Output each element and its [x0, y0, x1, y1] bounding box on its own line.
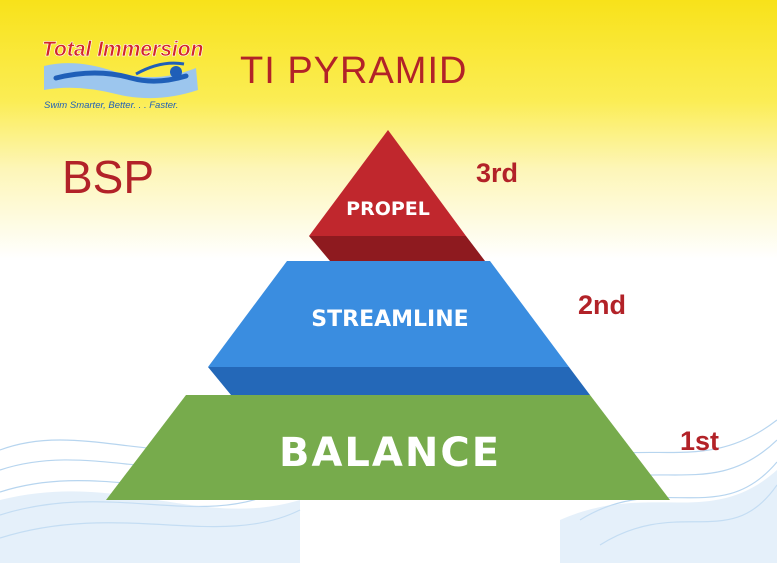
streamline-tier — [208, 261, 569, 367]
total-immersion-logo: Total Immersion Swim Smarter, Better. . … — [42, 38, 204, 111]
propel-tier-shadow — [309, 236, 485, 261]
streamline-label: STREAMLINE — [311, 307, 468, 332]
logo-tagline: Swim Smarter, Better. . . Faster. — [44, 100, 178, 111]
logo-brand-text: Total Immersion — [42, 38, 203, 61]
rank-balance: 1st — [680, 426, 720, 456]
balance-tier — [106, 395, 670, 500]
propel-tier — [309, 130, 466, 236]
propel-label: PROPEL — [346, 198, 430, 220]
page-title: TI PYRAMID — [240, 50, 468, 92]
balance-label: BALANCE — [279, 430, 501, 476]
rank-propel: 3rd — [476, 158, 519, 188]
subtitle-bsp: BSP — [62, 151, 155, 203]
streamline-tier-shadow — [208, 367, 590, 395]
rank-streamline: 2nd — [578, 290, 627, 320]
